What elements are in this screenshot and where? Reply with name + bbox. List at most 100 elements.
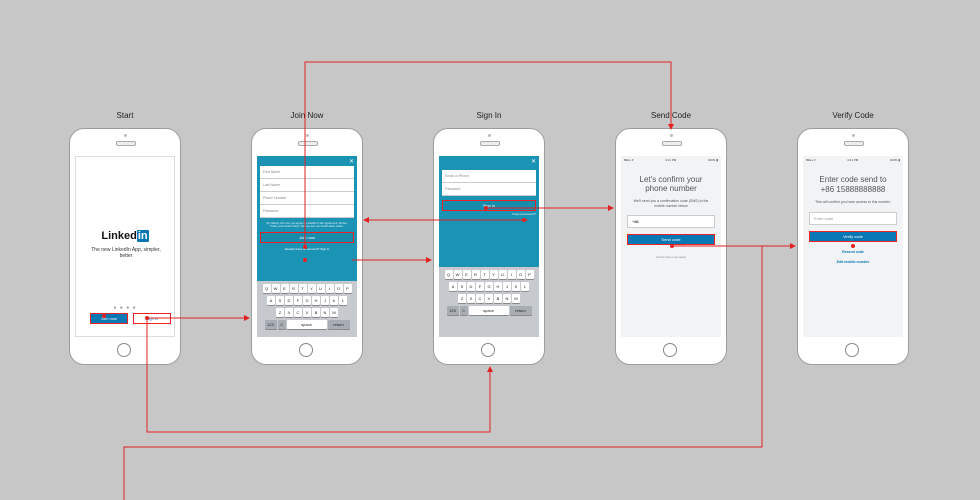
last-name-field[interactable]: Last Name [260, 179, 354, 192]
carrier-label: BELL ▾ [806, 157, 816, 162]
home-button[interactable] [845, 343, 859, 357]
phone-number-input[interactable]: +86 [627, 215, 715, 228]
verify-info: This will confirm you have access to thi… [815, 200, 891, 204]
phone-number-field[interactable]: Phone Number [260, 192, 354, 205]
kb-key[interactable]: X [285, 308, 293, 317]
kb-space-key[interactable]: space [286, 320, 327, 329]
kb-key[interactable]: K [512, 282, 520, 291]
kb-key[interactable]: I [325, 284, 334, 293]
sign-in-submit-button[interactable]: Sign in [442, 200, 536, 211]
home-button[interactable] [117, 343, 131, 357]
kb-key[interactable]: K [330, 296, 338, 305]
enter-code-input[interactable]: Enter code [809, 211, 897, 225]
join-now-button[interactable]: Join now [90, 313, 128, 324]
kb-key[interactable]: P [343, 284, 352, 293]
logo-text: Linked [101, 230, 137, 242]
kb-key[interactable]: O [334, 284, 343, 293]
kb-key[interactable]: Q [262, 284, 271, 293]
kb-key[interactable]: D [467, 282, 475, 291]
kb-key[interactable]: E [280, 284, 289, 293]
resend-code-link[interactable]: Resend code [842, 249, 864, 254]
kb-key[interactable]: B [312, 308, 320, 317]
join-now-submit-button[interactable]: Join now [260, 231, 354, 243]
kb-key[interactable]: U [498, 270, 507, 279]
kb-key[interactable]: S [458, 282, 466, 291]
kb-key[interactable]: F [476, 282, 484, 291]
kb-key[interactable]: R [471, 270, 480, 279]
kb-key[interactable]: N [503, 294, 511, 303]
page-dots: ● ● ● ● [113, 305, 137, 311]
kb-123-key[interactable]: 123 [264, 320, 277, 329]
kb-key[interactable]: X [467, 294, 475, 303]
kb-key[interactable]: M [512, 294, 520, 303]
email-or-phone-field[interactable]: Email or Phone [442, 170, 536, 183]
kb-key[interactable]: R [289, 284, 298, 293]
kb-key[interactable]: U [316, 284, 325, 293]
kb-key[interactable]: M [330, 308, 338, 317]
arrow-join-to-send-code [304, 61, 674, 247]
password-field[interactable]: Password [442, 183, 536, 196]
camera-icon [306, 134, 309, 137]
kb-key[interactable]: H [494, 282, 502, 291]
kb-key[interactable]: Z [276, 308, 284, 317]
home-button[interactable] [481, 343, 495, 357]
home-button[interactable] [299, 343, 313, 357]
kb-key[interactable]: G [485, 282, 493, 291]
kb-key[interactable]: I [507, 270, 516, 279]
kb-key[interactable]: S [276, 296, 284, 305]
home-button[interactable] [663, 343, 677, 357]
kb-return-key[interactable]: return [509, 306, 532, 315]
kb-123-key[interactable]: 123 [446, 306, 459, 315]
already-have-account-link[interactable]: Already have an account? Sign in [284, 246, 330, 251]
kb-key[interactable]: L [521, 282, 529, 291]
close-icon[interactable]: ✕ [530, 159, 536, 165]
forgot-password-link[interactable]: Forgot password? [511, 212, 536, 216]
kb-key[interactable]: L [339, 296, 347, 305]
kb-key[interactable]: J [503, 282, 511, 291]
kb-key[interactable]: W [453, 270, 462, 279]
verify-code-button[interactable]: Verify code [809, 230, 897, 242]
kb-key[interactable]: D [285, 296, 293, 305]
kb-key[interactable]: N [321, 308, 329, 317]
kb-emoji-icon[interactable]: ☺ [459, 306, 468, 315]
phone-join-now: ✕ First Name Last Name Phone Number Pass… [251, 128, 363, 365]
kb-space-key[interactable]: space [468, 306, 509, 315]
kb-key[interactable]: V [303, 308, 311, 317]
connector-dot [670, 244, 674, 248]
kb-key[interactable]: A [267, 296, 275, 305]
connector-dot [303, 245, 307, 249]
kb-key[interactable]: V [485, 294, 493, 303]
kb-key[interactable]: C [294, 308, 302, 317]
kb-return-key[interactable]: return [327, 320, 350, 329]
kb-key[interactable]: H [312, 296, 320, 305]
kb-key[interactable]: E [462, 270, 471, 279]
kb-key[interactable]: B [494, 294, 502, 303]
connector-dot [484, 206, 488, 210]
kb-key[interactable]: P [525, 270, 534, 279]
kb-key[interactable]: A [449, 282, 457, 291]
kb-key[interactable]: G [303, 296, 311, 305]
kb-key[interactable]: O [516, 270, 525, 279]
status-bar: BELL ▾ 4:21 PM 100% ▮ [803, 156, 903, 163]
title-sign-in: Sign In [476, 111, 502, 120]
kb-key[interactable]: C [476, 294, 484, 303]
camera-icon [852, 134, 855, 137]
speaker-icon [662, 141, 682, 146]
kb-key[interactable]: W [271, 284, 280, 293]
kb-key[interactable]: T [480, 270, 489, 279]
kb-key[interactable]: J [321, 296, 329, 305]
kb-key[interactable]: Q [444, 270, 453, 279]
first-name-field[interactable]: First Name [260, 166, 354, 179]
close-icon[interactable]: ✕ [348, 159, 354, 165]
kb-key[interactable]: Y [307, 284, 316, 293]
kb-key[interactable]: T [298, 284, 307, 293]
edit-mobile-number-link[interactable]: Edit mobile number [836, 259, 870, 264]
kb-key[interactable]: Z [458, 294, 466, 303]
kb-key[interactable]: Y [489, 270, 498, 279]
kb-emoji-icon[interactable]: ☺ [277, 320, 286, 329]
kb-key[interactable]: F [294, 296, 302, 305]
password-field[interactable]: Password [260, 205, 354, 218]
